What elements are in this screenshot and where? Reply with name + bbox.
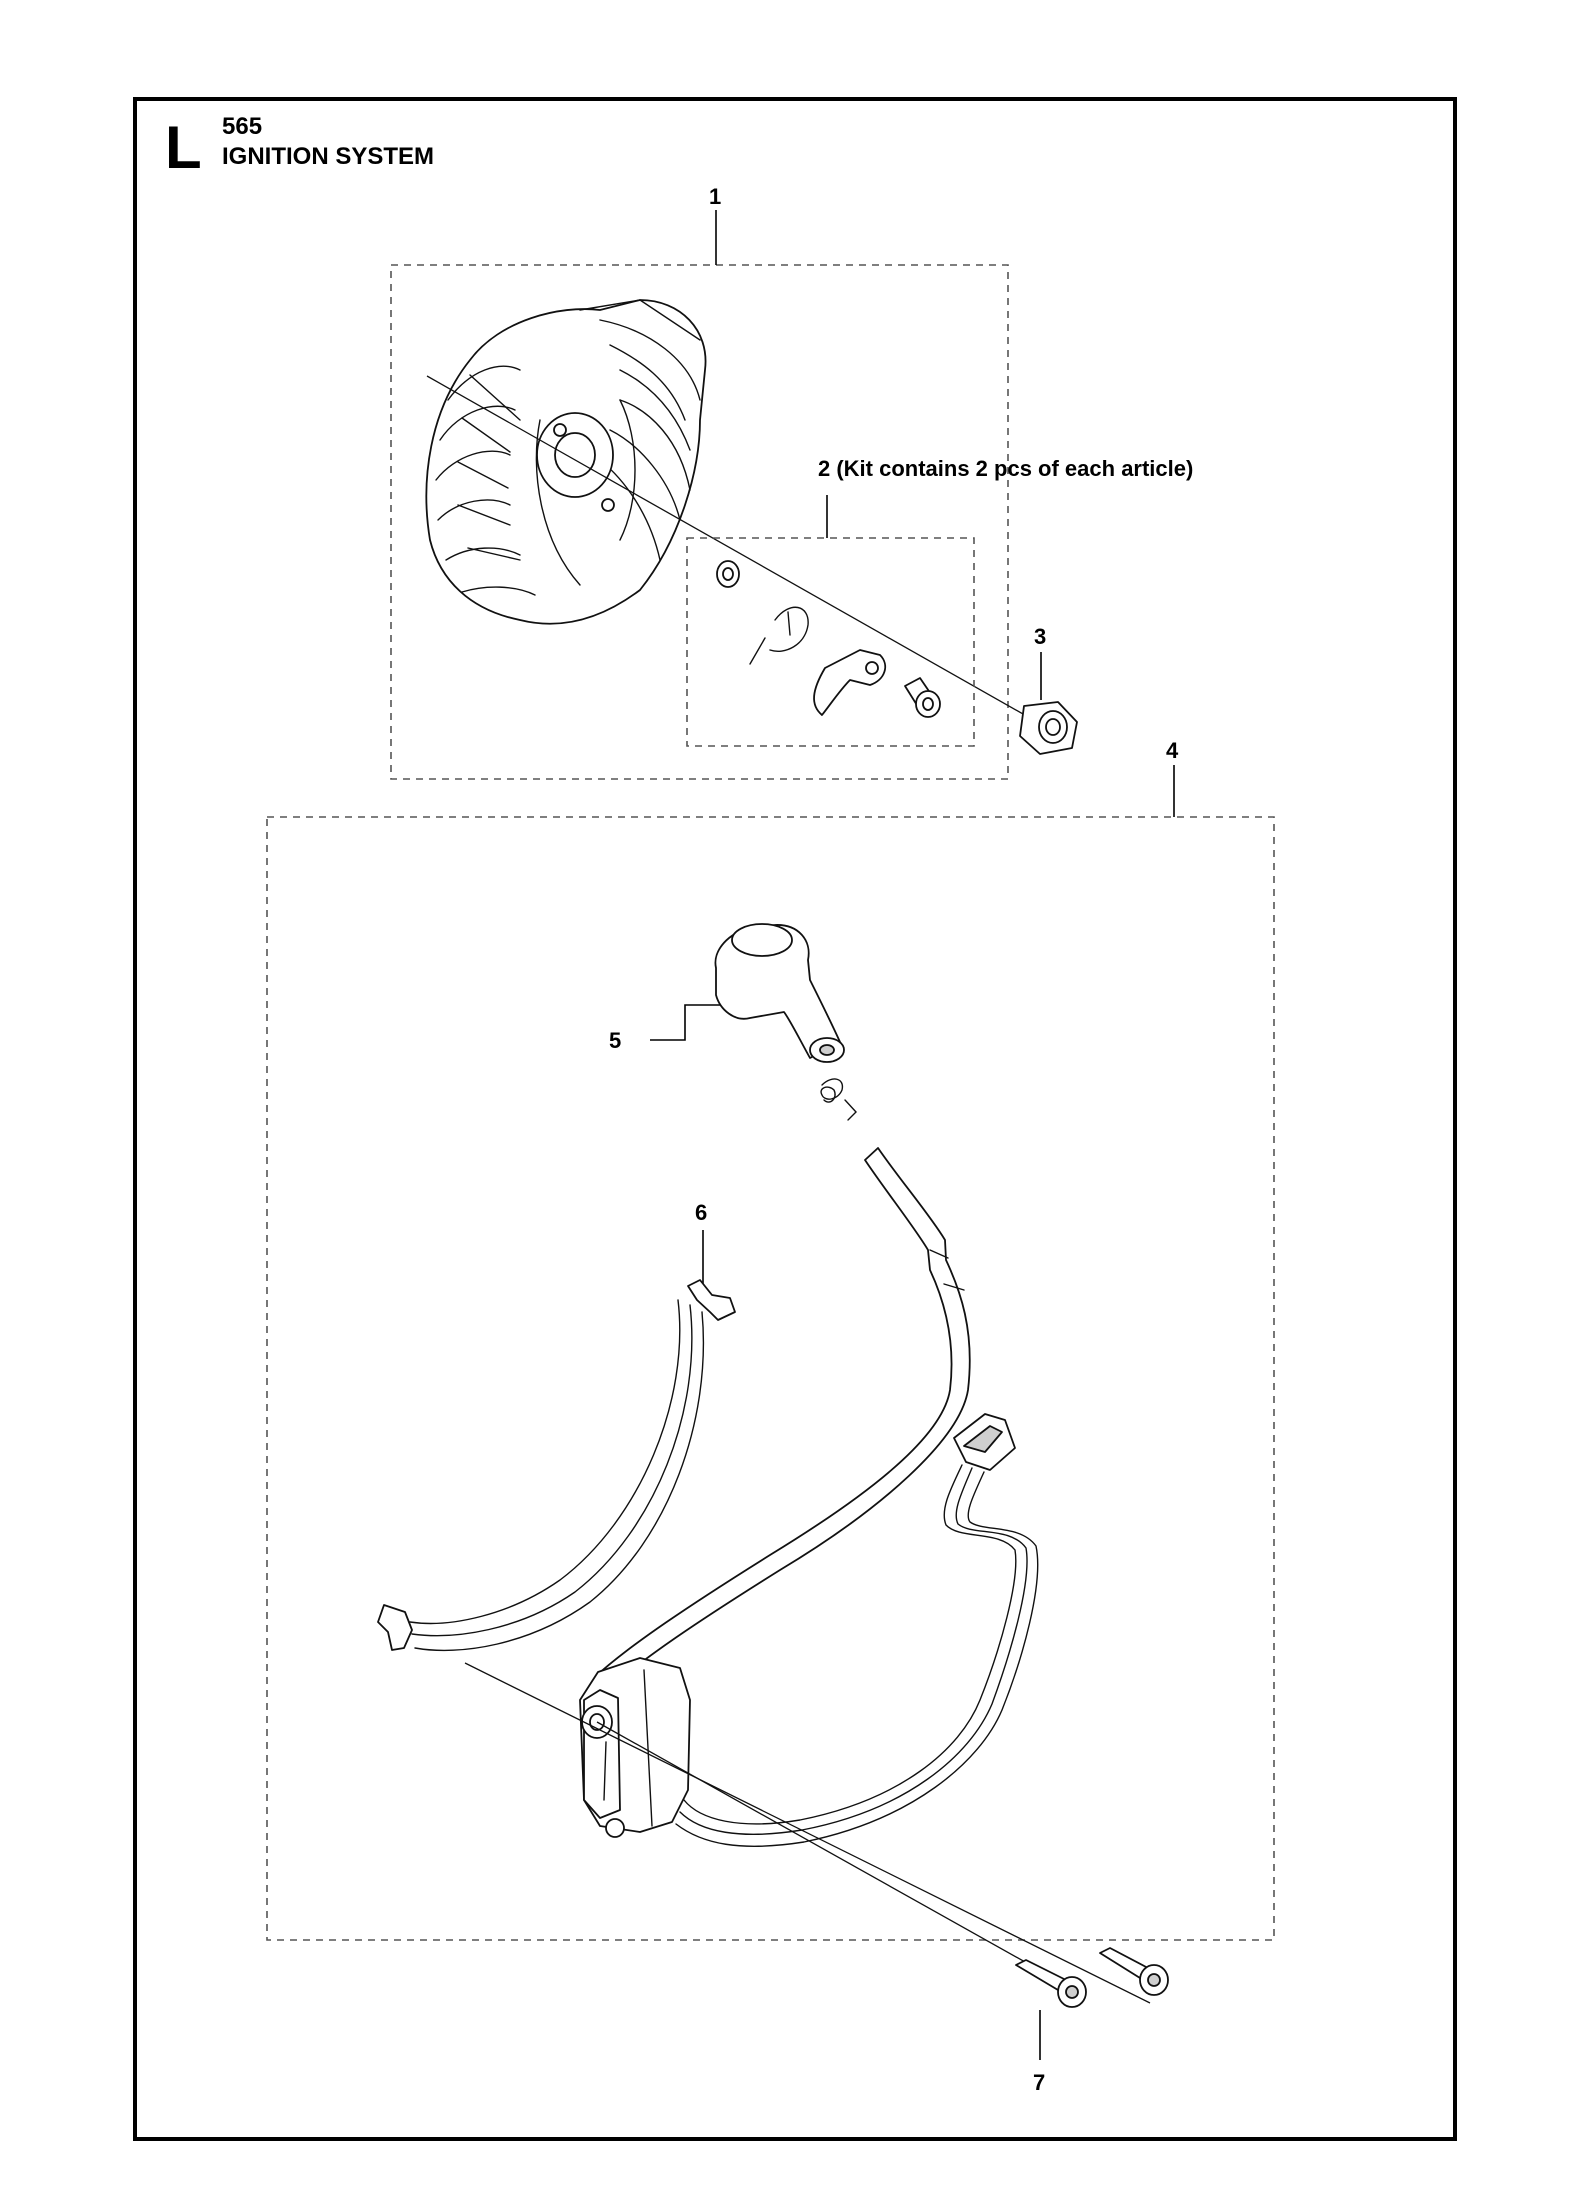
group-1-box (390, 264, 1009, 780)
callout-7[interactable]: 7 (1033, 2070, 1045, 2095)
pawl-kit-icon (716, 560, 941, 718)
callout-2[interactable]: 2 (Kit contains 2 pcs of each article) (818, 456, 1193, 481)
group-4-box (266, 816, 1275, 1941)
callout-3[interactable]: 3 (1034, 624, 1046, 649)
group-2-box (686, 537, 975, 747)
section-letter: L (165, 114, 202, 181)
callout-1[interactable]: 1 (709, 184, 721, 209)
leader-5 (650, 1004, 730, 1041)
axis-line-flywheel (426, 375, 1061, 736)
axis-line-module-a (464, 1662, 1151, 2004)
spark-plug-boot-icon (714, 923, 857, 1121)
page-border (133, 97, 1457, 2141)
nut-icon (1019, 701, 1078, 755)
callout-4[interactable]: 4 (1166, 738, 1179, 763)
wire-clip-icon (377, 1279, 736, 1652)
callout-5[interactable]: 5 (609, 1028, 621, 1053)
callout-6[interactable]: 6 (695, 1200, 707, 1225)
flywheel-icon (425, 299, 707, 625)
page-title: IGNITION SYSTEM (222, 143, 434, 170)
ignition-module-icon (579, 1147, 1039, 1847)
model-number: 565 (222, 113, 262, 140)
screw-icon (1015, 1947, 1169, 2008)
axis-line-module-b (596, 1721, 1076, 1991)
